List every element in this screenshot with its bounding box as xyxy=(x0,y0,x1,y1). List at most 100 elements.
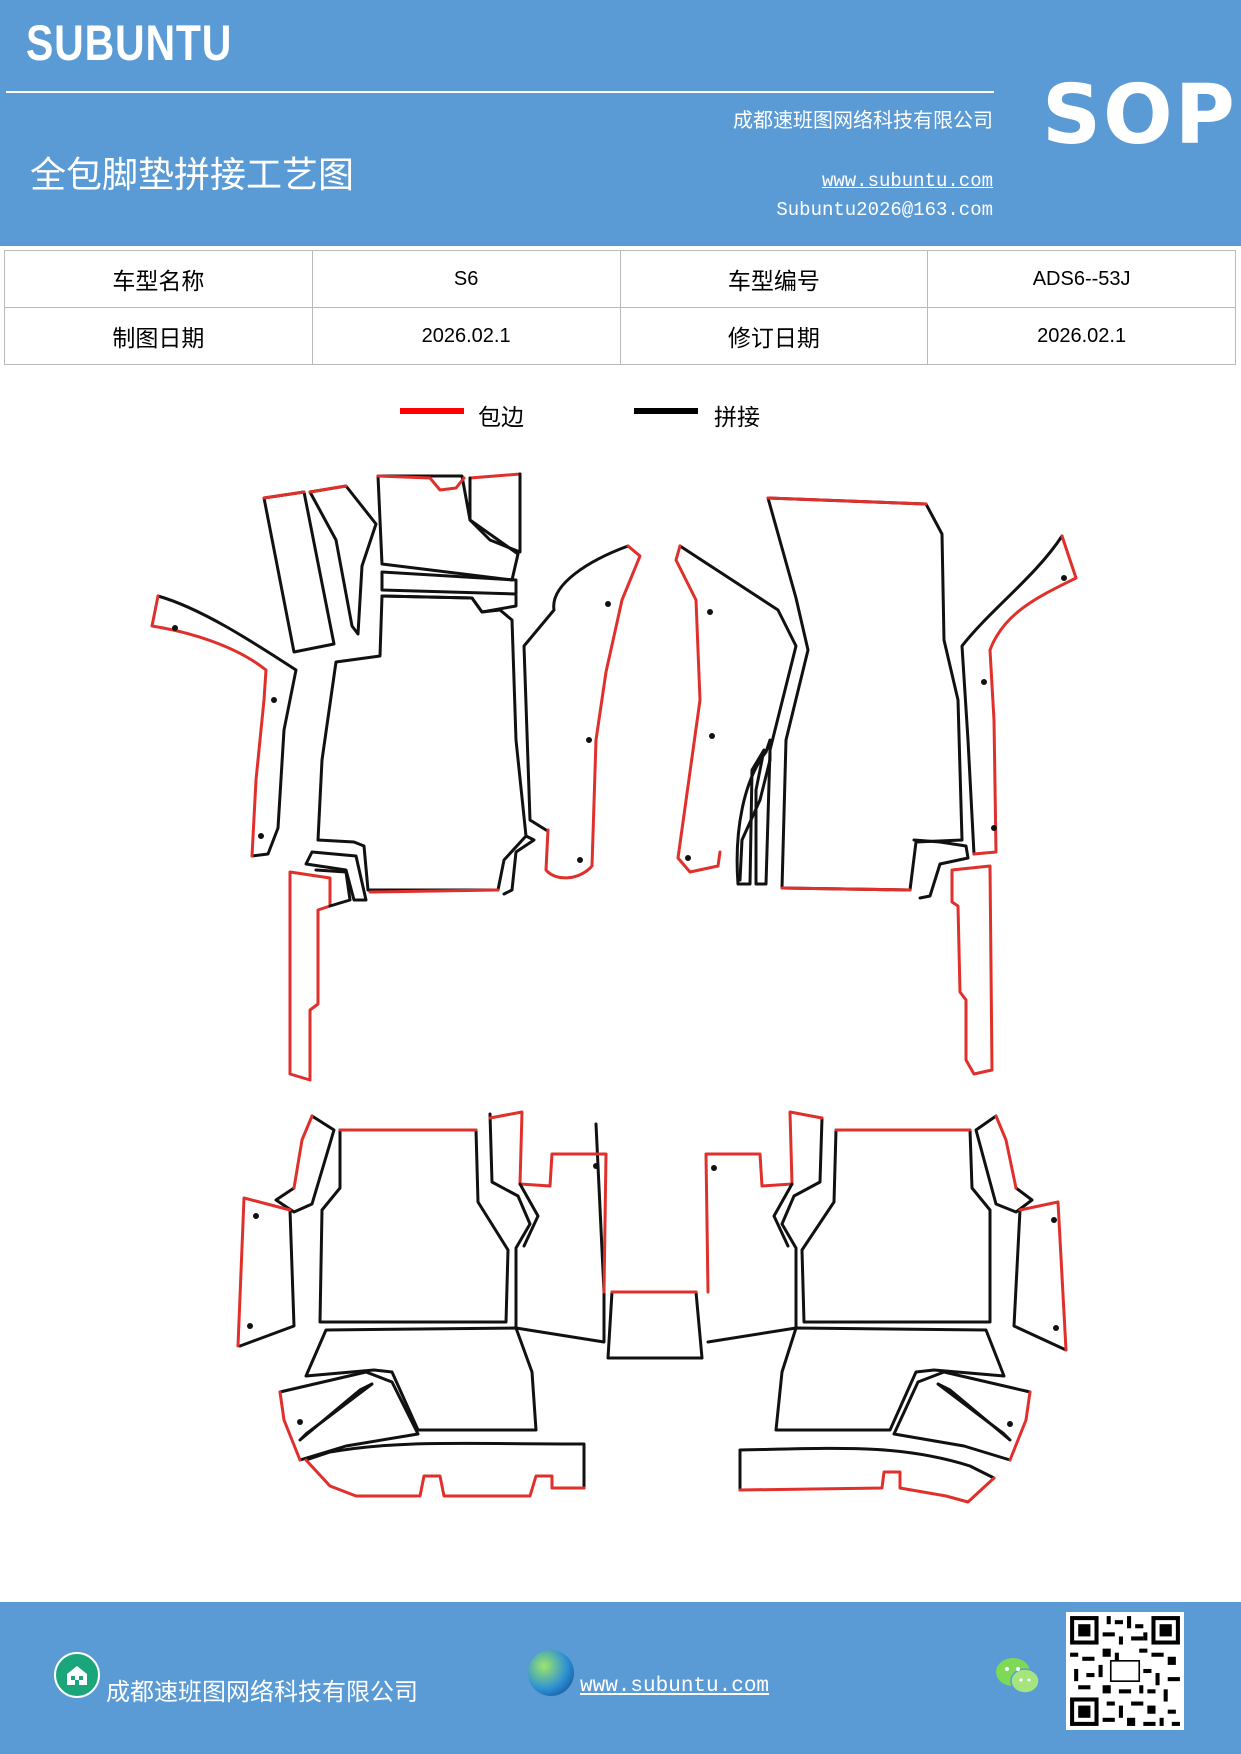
mat-outline-seam xyxy=(314,868,352,908)
mat-outline-seam xyxy=(738,758,772,882)
mat-outline-seam xyxy=(960,534,1064,856)
mat-outline-seam xyxy=(912,838,970,900)
footer-company-name: 成都速班图网络科技有限公司 xyxy=(106,1678,418,1706)
mat-outline-seam xyxy=(488,1112,606,1344)
mounting-hole xyxy=(707,609,713,615)
header-email: Subuntu2026@163.com xyxy=(776,199,993,221)
building-icon xyxy=(54,1652,100,1698)
mounting-hole xyxy=(1051,1217,1057,1223)
mat-outline-edge xyxy=(544,544,642,880)
mat-outline-edge xyxy=(376,474,466,492)
mat-outline-seam xyxy=(308,484,378,636)
mat-outline-seam xyxy=(318,1128,510,1324)
mat-outline-seam xyxy=(772,1182,794,1248)
building-icon-glyph xyxy=(67,1666,87,1685)
mounting-hole xyxy=(709,733,715,739)
table-cell: 车型编号 xyxy=(619,250,929,308)
globe-icon xyxy=(528,1650,574,1696)
mat-outline-seam xyxy=(502,834,536,896)
mat-outline-seam xyxy=(298,1382,374,1442)
mat-outline-seam xyxy=(1012,1208,1068,1352)
mat-outline-seam xyxy=(156,594,298,858)
mat-outline-seam xyxy=(304,850,368,902)
mat-outline-edge xyxy=(304,1458,586,1498)
mat-outline-edge xyxy=(674,544,722,874)
mat-outline-seam xyxy=(974,1114,1034,1214)
table-row: 制图日期 2026.02.1 修订日期 2026.02.1 xyxy=(4,307,1236,365)
mat-outline-seam xyxy=(468,472,522,554)
mounting-hole xyxy=(685,855,691,861)
mat-outline-edge xyxy=(368,888,500,894)
mat-outline-edge xyxy=(780,886,912,892)
header-banner: SUBUNTU 成都速班图网络科技有限公司 全包脚垫拼接工艺图 www.subu… xyxy=(0,0,1241,246)
sop-badge: SOP xyxy=(1042,68,1237,163)
table-cell: 制图日期 xyxy=(4,307,313,365)
legend-edge-label: 包边 xyxy=(478,405,524,431)
mat-outline-edge xyxy=(972,534,1078,856)
mat-outline-edge xyxy=(278,1390,302,1462)
header-divider xyxy=(6,91,994,93)
front-left-mat-group xyxy=(150,472,642,1082)
mat-outline-edge xyxy=(468,472,522,480)
mat-outline-edge xyxy=(704,1110,824,1294)
mounting-hole xyxy=(1061,575,1067,581)
floor-mat-diagram xyxy=(150,472,1078,1504)
legend-edge-swatch xyxy=(400,408,464,414)
mounting-hole xyxy=(1007,1421,1013,1427)
mat-outline-edge xyxy=(1018,1200,1068,1352)
mounting-hole xyxy=(586,737,592,743)
mat-outline-seam xyxy=(376,474,520,582)
mat-outline-edge xyxy=(236,1196,292,1348)
mounting-hole xyxy=(711,1165,717,1171)
table-cell: S6 xyxy=(311,250,621,308)
legend: 包边 拼接 xyxy=(0,398,1241,438)
mat-outline-edge xyxy=(1008,1390,1032,1462)
footer-banner: 成都速班图网络科技有限公司 www.subuntu.com xyxy=(0,1602,1241,1754)
rear-right-mat-group xyxy=(704,1110,1068,1504)
mat-outline-seam xyxy=(304,1326,538,1432)
mat-outline-seam xyxy=(278,1370,420,1462)
mat-outline-seam xyxy=(678,544,798,886)
vehicle-info-table: 车型名称 S6 车型编号 ADS6--53J 制图日期 2026.02.1 修订… xyxy=(4,250,1236,365)
table-cell: ADS6--53J xyxy=(927,250,1236,308)
mat-outline-seam xyxy=(800,1128,992,1324)
mat-outline-seam xyxy=(892,1370,1032,1462)
mounting-hole xyxy=(605,601,611,607)
table-cell: 车型名称 xyxy=(4,250,313,308)
brand-logo: SUBUNTU xyxy=(26,15,233,71)
legend-seam-swatch xyxy=(634,408,698,414)
table-row: 车型名称 S6 车型编号 ADS6--53J xyxy=(4,250,1236,308)
mat-outline-seam xyxy=(522,544,630,832)
mat-outline-seam xyxy=(274,1114,336,1214)
wechat-icon xyxy=(996,1658,1040,1694)
table-cell: 2026.02.1 xyxy=(311,307,621,365)
mat-outline-seam xyxy=(774,1326,1006,1432)
mat-outline-seam xyxy=(238,1208,296,1348)
mounting-hole xyxy=(577,857,583,863)
footer-website-link[interactable]: www.subuntu.com xyxy=(580,1675,770,1698)
mat-outline-edge xyxy=(488,1110,608,1294)
mounting-hole xyxy=(247,1323,253,1329)
mounting-hole xyxy=(991,825,997,831)
mounting-hole xyxy=(271,697,277,703)
mat-outline-edge xyxy=(766,496,928,506)
mat-outline-seam xyxy=(738,1446,996,1492)
header-website-link[interactable]: www.subuntu.com xyxy=(821,170,993,192)
mat-outline-seam xyxy=(316,594,528,892)
mounting-hole xyxy=(297,1419,303,1425)
mounting-hole xyxy=(981,679,987,685)
header-company-name: 成都速班图网络科技有限公司 xyxy=(733,108,993,132)
mat-outline-edge xyxy=(950,864,994,1076)
mat-outline-edge xyxy=(994,1114,1018,1190)
mat-outline-seam xyxy=(380,570,518,596)
mounting-hole xyxy=(593,1163,599,1169)
mat-outline-seam xyxy=(766,496,964,892)
mat-outline-edge xyxy=(308,484,348,494)
table-cell: 2026.02.1 xyxy=(927,307,1236,365)
mat-outline-edge xyxy=(738,1470,996,1504)
mounting-hole xyxy=(1053,1325,1059,1331)
mat-outline-edge xyxy=(262,490,306,500)
mounting-hole xyxy=(172,625,178,631)
rear-left-mat-group xyxy=(236,1110,704,1498)
mat-outline-seam xyxy=(606,1290,704,1360)
